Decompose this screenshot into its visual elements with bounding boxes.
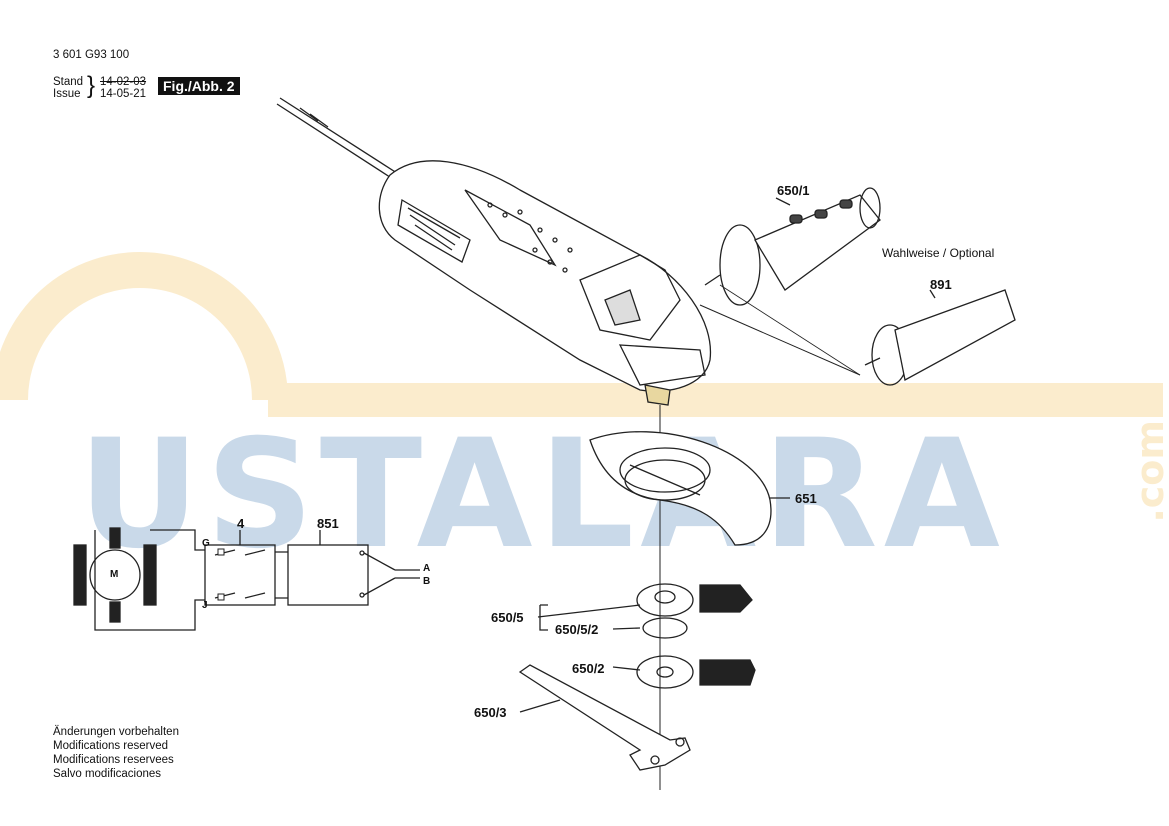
part-number: 3 601 G93 100 [53, 49, 130, 61]
mounting-flange-650-5 [539, 583, 753, 631]
label-650-5-2: 650/5/2 [555, 622, 599, 637]
label-651: 651 [795, 491, 817, 506]
o-ring-650-5-2 [642, 617, 688, 639]
watermark-bar [268, 383, 1163, 417]
issue-date: 14-05-21 [100, 88, 147, 100]
power-cable [276, 97, 401, 182]
terminal-b: B [423, 576, 431, 587]
figure-label: Fig./Abb. 2 [158, 77, 240, 95]
brace-icon: } [87, 72, 96, 99]
label-650-3: 650/3 [474, 705, 507, 720]
label-851: 851 [317, 516, 339, 531]
terminal-j: J [202, 600, 208, 611]
angle-grinder-body [378, 160, 712, 406]
footer-line-es: Salvo modificaciones [53, 768, 162, 780]
guard-651 [589, 431, 772, 546]
spanner-650-3 [518, 664, 691, 771]
issue-label: Issue [53, 88, 81, 100]
footer-line-de: Änderungen vorbehalten [53, 726, 179, 738]
terminal-a: A [423, 563, 431, 574]
auxiliary-handle-650-1 [704, 187, 881, 306]
stand-date: 14-02-03 [100, 76, 147, 88]
label-650-1: 650/1 [777, 183, 810, 198]
label-650-2: 650/2 [572, 661, 605, 676]
label-891: 891 [930, 277, 952, 292]
motor-label: M [110, 569, 119, 580]
label-4: 4 [237, 516, 245, 531]
terminal-g: G [202, 538, 210, 549]
footer-line-fr: Modifications reservees [53, 754, 174, 766]
auxiliary-handle-891 [864, 289, 1016, 386]
footer-line-en: Modifications reserved [53, 740, 169, 752]
wiring-schematic [73, 527, 420, 631]
label-650-5: 650/5 [491, 610, 524, 625]
watermark-ring [0, 252, 288, 401]
label-optional: Wahlweise / Optional [882, 246, 995, 260]
clamping-nut-650-2 [636, 655, 756, 689]
stand-label: Stand [53, 76, 84, 88]
